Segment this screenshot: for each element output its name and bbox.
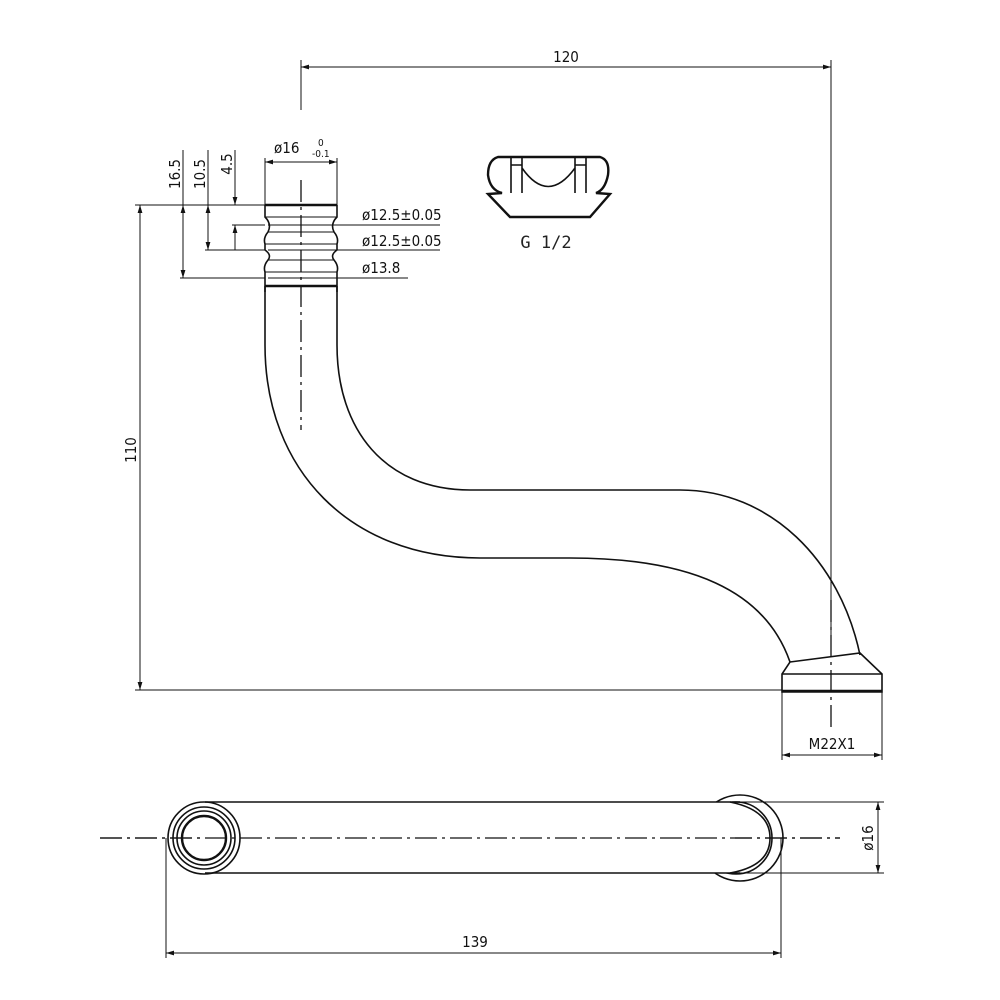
dimension-height-110: 110: [122, 204, 782, 691]
dim-139-label: 139: [462, 933, 488, 951]
dimension-grooves: 16.5 10.5 4.5: [166, 150, 265, 279]
dimension-width-120: 120: [300, 48, 832, 640]
dimension-dia-16-top: ø16 0 -0.1: [264, 138, 338, 205]
dim-dia13-8-label: ø13.8: [362, 259, 400, 277]
dim-16-5-label: 16.5: [166, 159, 184, 189]
dim-dia16-bottom-label: ø16: [859, 825, 877, 850]
tolerance-lower: -0.1: [312, 149, 330, 160]
dim-dia12-5-a-label: ø12.5±0.05: [362, 206, 442, 224]
dim-120-label: 120: [553, 48, 579, 66]
dim-110-label: 110: [122, 437, 140, 463]
spout-pipe-body: [264, 286, 861, 663]
pipe-end-grooved: ø12.5±0.05 ø12.5±0.05 ø13.8: [263, 180, 442, 430]
tolerance-upper: 0: [318, 138, 324, 149]
bottom-view: ø16 139: [100, 794, 884, 958]
nut-thread-label: G 1/2: [520, 233, 571, 253]
dim-dia16-label: ø16: [274, 139, 299, 157]
dim-4-5-label: 4.5: [218, 153, 236, 174]
nut-icon: G 1/2: [485, 155, 613, 253]
dim-10-5-label: 10.5: [191, 159, 209, 189]
dim-thread-label: M22X1: [809, 735, 856, 753]
thread-flange: M22X1: [781, 600, 883, 760]
dim-dia12-5-b-label: ø12.5±0.05: [362, 232, 442, 250]
